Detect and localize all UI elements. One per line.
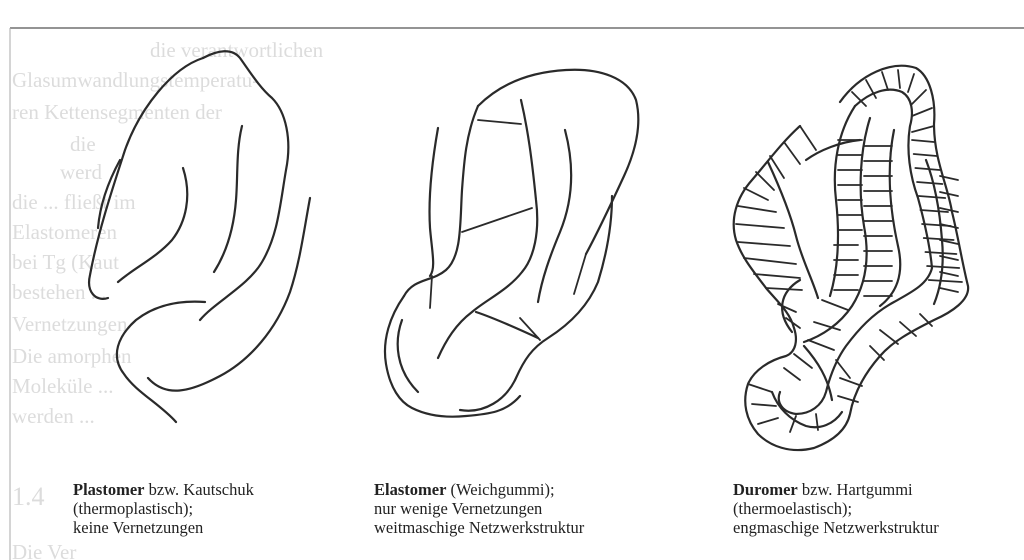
plastomer-chain <box>200 51 288 320</box>
duromer-inner-chain <box>782 280 800 332</box>
crosslink <box>430 276 432 308</box>
crosslink <box>766 288 802 290</box>
crosslink <box>752 404 776 406</box>
crosslink <box>912 126 934 132</box>
crosslink <box>914 154 937 156</box>
caption-name: Plastomer <box>73 480 144 499</box>
duromer-inner-chain <box>804 346 832 400</box>
caption-line-2: (thermoplastisch); <box>73 499 254 518</box>
caption-elastomer: Elastomer (Weichgummi); nur wenige Verne… <box>374 480 584 537</box>
crosslink <box>919 196 945 198</box>
crosslink <box>778 304 796 312</box>
crosslink <box>478 120 521 124</box>
caption-line-3: keine Vernetzungen <box>73 518 254 537</box>
plastomer-chain <box>214 126 242 272</box>
plastomer-chain <box>117 302 205 422</box>
crosslink <box>758 418 778 424</box>
crosslink <box>920 210 948 212</box>
crosslink <box>744 258 796 264</box>
elastomer-chain <box>398 320 418 392</box>
crosslink <box>808 340 834 350</box>
crosslink <box>754 274 800 278</box>
crosslink <box>756 172 774 190</box>
crosslink <box>794 354 812 368</box>
duromer-inner-chain <box>926 160 943 304</box>
crosslink <box>770 156 784 178</box>
duromer-inner-chain <box>830 106 855 296</box>
crosslink <box>462 208 532 232</box>
elastomer-diagram <box>385 70 638 417</box>
crosslink <box>912 90 926 104</box>
duromer-crosslinks <box>736 70 962 432</box>
elastomer-chain <box>404 106 478 296</box>
crosslink <box>880 330 898 344</box>
caption-line-3: weitmaschige Netzwerkstruktur <box>374 518 584 537</box>
crosslink <box>908 74 914 92</box>
caption-line-1: Elastomer (Weichgummi); <box>374 480 584 499</box>
elastomer-chain <box>476 312 538 338</box>
crosslink <box>738 206 776 212</box>
crosslink <box>736 224 784 228</box>
caption-plastomer: Plastomer bzw. Kautschuk (thermoplastisc… <box>73 480 254 537</box>
elastomer-chain <box>429 128 438 276</box>
crosslink <box>744 188 768 200</box>
crosslink <box>574 254 586 294</box>
duromer-inner-chain <box>806 140 860 160</box>
crosslink <box>912 140 934 142</box>
crosslink <box>929 280 962 282</box>
crosslink <box>915 168 939 170</box>
crosslink <box>917 182 942 184</box>
caption-line-3: engmaschige Netzwerkstruktur <box>733 518 939 537</box>
crosslink <box>940 288 958 292</box>
crosslink <box>738 242 790 246</box>
elastomer-chain <box>478 70 638 254</box>
caption-name-rest: (Weichgummi); <box>446 480 554 499</box>
duromer-outer-chain <box>734 66 968 450</box>
crosslink <box>882 72 888 90</box>
duromer-inner-chain <box>880 130 900 306</box>
crosslink <box>912 108 932 116</box>
duromer-diagram <box>734 66 968 450</box>
plastomer-diagram <box>89 51 310 422</box>
plastomer-chain <box>98 160 120 228</box>
caption-name: Duromer <box>733 480 798 499</box>
crosslink <box>836 360 850 378</box>
caption-line-2: (thermoelastisch); <box>733 499 939 518</box>
crosslink <box>822 300 848 310</box>
caption-name: Elastomer <box>374 480 446 499</box>
caption-line-2: nur wenige Vernetzungen <box>374 499 584 518</box>
caption-name-rest: bzw. Kautschuk <box>144 480 253 499</box>
crosslink <box>784 368 800 380</box>
crosslink <box>784 142 800 164</box>
plastomer-chain <box>118 168 187 282</box>
crosslink <box>748 384 772 392</box>
crosslink <box>898 70 900 88</box>
caption-name-rest: bzw. Hartgummi <box>798 480 913 499</box>
crosslink <box>800 126 816 150</box>
elastomer-chain <box>538 130 571 302</box>
crosslink <box>520 318 540 340</box>
caption-line-1: Plastomer bzw. Kautschuk <box>73 480 254 499</box>
crosslink <box>840 378 862 386</box>
caption-duromer: Duromer bzw. Hartgummi (thermoelastisch)… <box>733 480 939 537</box>
caption-line-1: Duromer bzw. Hartgummi <box>733 480 939 499</box>
